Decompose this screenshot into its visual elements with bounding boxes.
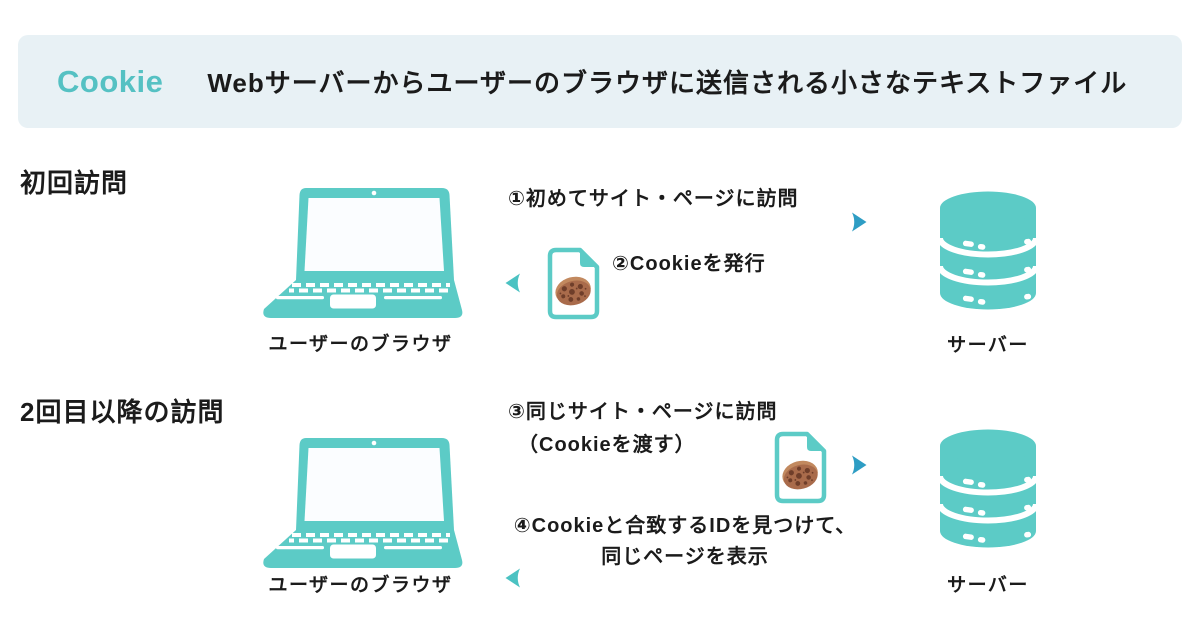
step-2-label: ②Cookieを発行 [612, 253, 766, 275]
step-1-label: ①初めてサイト・ページに訪問 [508, 188, 799, 210]
browser-label: ユーザーのブラウザ [268, 575, 453, 596]
cookie-file-icon [774, 431, 827, 504]
database-icon [938, 429, 1038, 548]
arrow-browser-to-server [507, 212, 867, 232]
section-first-visit-title: 初回訪問 [20, 168, 129, 198]
step-3-line1: ③同じサイト・ページに訪問 [508, 401, 778, 423]
header-banner: Cookie Webサーバーからユーザーのブラウザに送信される小さなテキストファ… [18, 35, 1182, 128]
step-4-label: ④Cookieと合致するIDを見つけて、 同じページを表示 [500, 511, 870, 573]
step-3-line2: （Cookieを渡す） [518, 434, 696, 456]
step-3-label: ③同じサイト・ページに訪問 （Cookieを渡す） [508, 396, 778, 462]
term-title: Cookie [57, 63, 164, 99]
cookie-file-icon [547, 247, 600, 320]
server-label: サーバー [947, 335, 1029, 356]
arrow-server-to-browser [505, 568, 863, 588]
cookie-icon [782, 460, 818, 490]
laptop-icon [263, 438, 463, 568]
database-icon [938, 191, 1038, 310]
section-repeat-visit-title: 2回目以降の訪問 [20, 397, 225, 427]
server-label: サーバー [947, 575, 1029, 596]
term-definition: Webサーバーからユーザーのブラウザに送信される小さなテキストファイル [207, 68, 1128, 98]
step-4-line2: 同じページを表示 [601, 546, 769, 568]
browser-label: ユーザーのブラウザ [268, 334, 453, 355]
laptop-icon [263, 188, 463, 318]
cookie-icon [555, 276, 591, 306]
step-4-line1: ④Cookieと合致するIDを見つけて、 [513, 515, 857, 537]
